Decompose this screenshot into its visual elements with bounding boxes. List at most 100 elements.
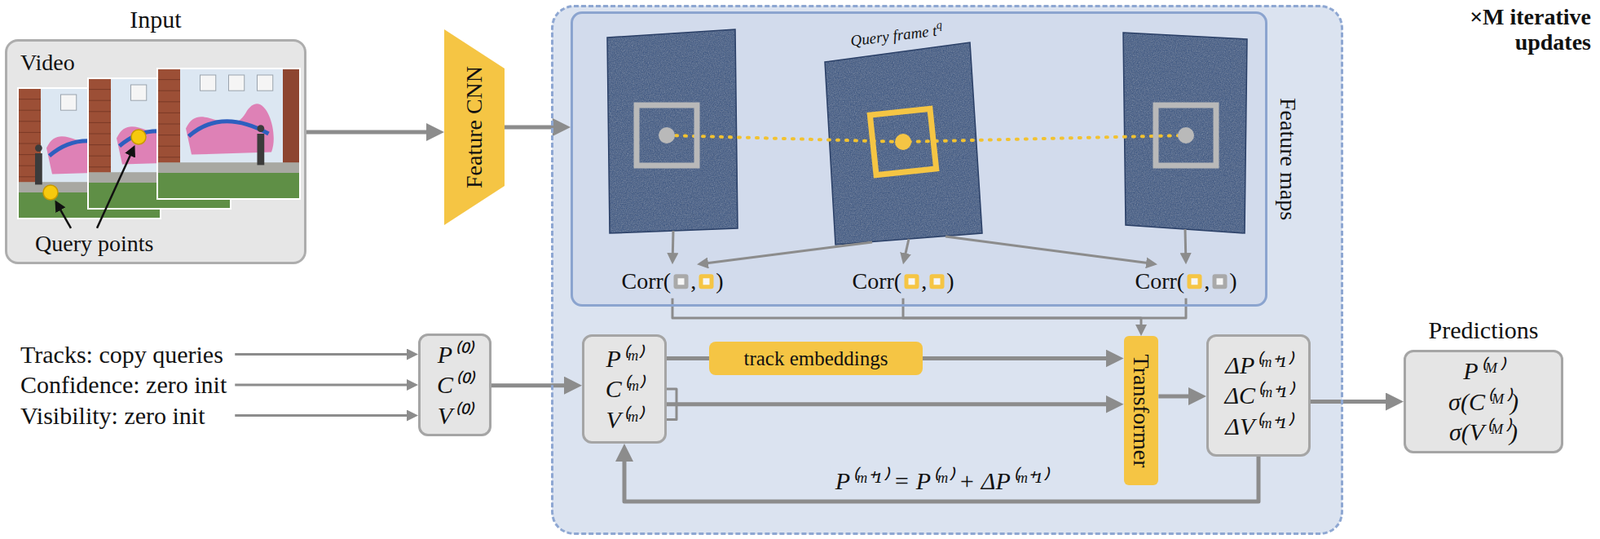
- panel-heading: Feature maps: [1275, 97, 1301, 221]
- corr-term: ,: [921, 267, 927, 296]
- brick-line: [157, 123, 181, 125]
- brick-line: [17, 120, 41, 122]
- text-holder: Transformer: [1128, 353, 1155, 468]
- brick-line: [88, 122, 111, 124]
- init-arrow: [234, 352, 411, 356]
- track-line: [666, 135, 1186, 142]
- corr-expression: Corr(,): [1135, 267, 1238, 296]
- flow-arrow: [666, 356, 710, 361]
- initial-state-box: P⁽⁰⁾C⁽⁰⁾V⁽⁰⁾: [418, 333, 492, 437]
- correlation-window: [1155, 105, 1217, 166]
- corr-term: ): [1229, 267, 1237, 296]
- update-term: ΔV⁽ᵐ⁺¹⁾: [1225, 410, 1292, 442]
- feature-icon: [673, 273, 688, 289]
- state-term: P⁽ᵐ⁾: [606, 343, 644, 375]
- trapezoid: [444, 29, 505, 225]
- pointer-arrow: [58, 206, 71, 229]
- text-stack: track embeddings: [743, 347, 888, 371]
- map-texture: [1123, 32, 1248, 234]
- correlation-line: [672, 298, 1142, 330]
- brick-line: [157, 112, 181, 114]
- prediction-box: PredictionsP⁽ᴹ⁾σ(C⁽ᴹ⁾)σ(V⁽ᴹ⁾): [1403, 349, 1564, 454]
- feature-icon: [1186, 273, 1202, 289]
- frame-note: q: [935, 18, 944, 32]
- panel-heading: Input: [129, 5, 181, 35]
- frame-detail: [61, 94, 77, 111]
- corr-term: Corr(: [1135, 267, 1186, 296]
- frame-detail: [257, 133, 265, 165]
- corr-term: ,: [690, 267, 697, 296]
- block-label: Transformer: [1128, 353, 1155, 468]
- corr-term: Corr(: [852, 267, 903, 296]
- prediction-term: σ(V⁽ᴹ⁾): [1449, 416, 1518, 448]
- text-holder: Video: [20, 49, 75, 76]
- brick-line: [157, 134, 181, 136]
- feature-arrow: [1184, 229, 1188, 258]
- track-point: [894, 133, 912, 150]
- brick-line: [157, 145, 181, 147]
- init-note: Visibility: zero init: [20, 401, 206, 431]
- track-point: [658, 127, 675, 144]
- feature-icon: [1212, 273, 1227, 289]
- text-holder: Feature CNN: [462, 66, 488, 189]
- block-label: Feature CNN: [462, 66, 488, 189]
- text-holder: Predictions: [1428, 316, 1539, 345]
- track-point: [1177, 127, 1195, 144]
- brick-line: [88, 144, 111, 146]
- brick-line: [88, 110, 111, 112]
- state-term: P⁽⁰⁾: [437, 339, 472, 371]
- feature-icon: [903, 273, 919, 289]
- embedding-label: track embeddings: [743, 347, 888, 371]
- init-note: Confidence: zero init: [20, 370, 227, 400]
- frame-detail: [200, 74, 216, 91]
- text-holder: Input: [129, 5, 181, 35]
- text-holder: Query points: [35, 230, 154, 257]
- prediction-term: P⁽ᴹ⁾: [1463, 355, 1504, 387]
- query-points-label: Query points: [35, 230, 154, 257]
- frame-note: Query frame t: [849, 22, 938, 50]
- feature-map-panel: Feature maps: [570, 11, 1268, 307]
- flow-arrow: [1158, 394, 1195, 399]
- brick-line: [88, 155, 111, 157]
- current-state-box: P⁽ᵐ⁾C⁽ᵐ⁾V⁽ᵐ⁾: [581, 334, 667, 444]
- map-fill: [824, 42, 983, 245]
- brick-line: [88, 133, 111, 135]
- feature-map: [1123, 32, 1248, 234]
- frame-detail: [88, 78, 111, 178]
- flow-arrow: [666, 401, 1113, 406]
- map-edge: [824, 42, 983, 245]
- flow-arrow: [1310, 399, 1393, 404]
- frame-detail: [157, 68, 300, 199]
- text-holder: Confidence: zero init: [20, 370, 227, 400]
- text-stack: P⁽⁰⁾C⁽⁰⁾V⁽⁰⁾: [436, 339, 473, 432]
- feature-arrow: [904, 238, 909, 258]
- corr-term: ,: [1203, 267, 1210, 296]
- feature-arrow: [703, 242, 873, 264]
- feature-arrow: [945, 236, 1151, 264]
- feature-map: [607, 29, 738, 234]
- correlation-line: [1141, 298, 1186, 318]
- text-stack: P⁽ᴹ⁾σ(C⁽ᴹ⁾)σ(V⁽ᴹ⁾): [1448, 355, 1519, 448]
- feature-arrow: [671, 230, 675, 258]
- panel-fill: [5, 39, 306, 264]
- state-term: C⁽ᵐ⁾: [605, 373, 644, 405]
- text-holder: Feature maps: [1275, 97, 1301, 221]
- state-term: V⁽⁰⁾: [437, 400, 472, 432]
- init-arrow: [234, 383, 411, 387]
- brick-line: [157, 156, 181, 158]
- brick-line: [17, 132, 41, 133]
- update-term: ΔP⁽ᵐ⁺¹⁾: [1225, 349, 1292, 381]
- correlation-window: [636, 105, 697, 166]
- pointer-arrow: [96, 151, 133, 229]
- flow-arrow: [306, 130, 434, 135]
- map-texture: [824, 42, 983, 245]
- frame-detail: [157, 162, 300, 173]
- feature-cnn-block: Feature CNN: [444, 29, 505, 225]
- corr-expression: Corr(,): [852, 267, 955, 296]
- frame-detail: [157, 68, 181, 168]
- brick-line: [88, 88, 111, 90]
- brick-line: [17, 98, 41, 100]
- brick-line: [157, 90, 181, 92]
